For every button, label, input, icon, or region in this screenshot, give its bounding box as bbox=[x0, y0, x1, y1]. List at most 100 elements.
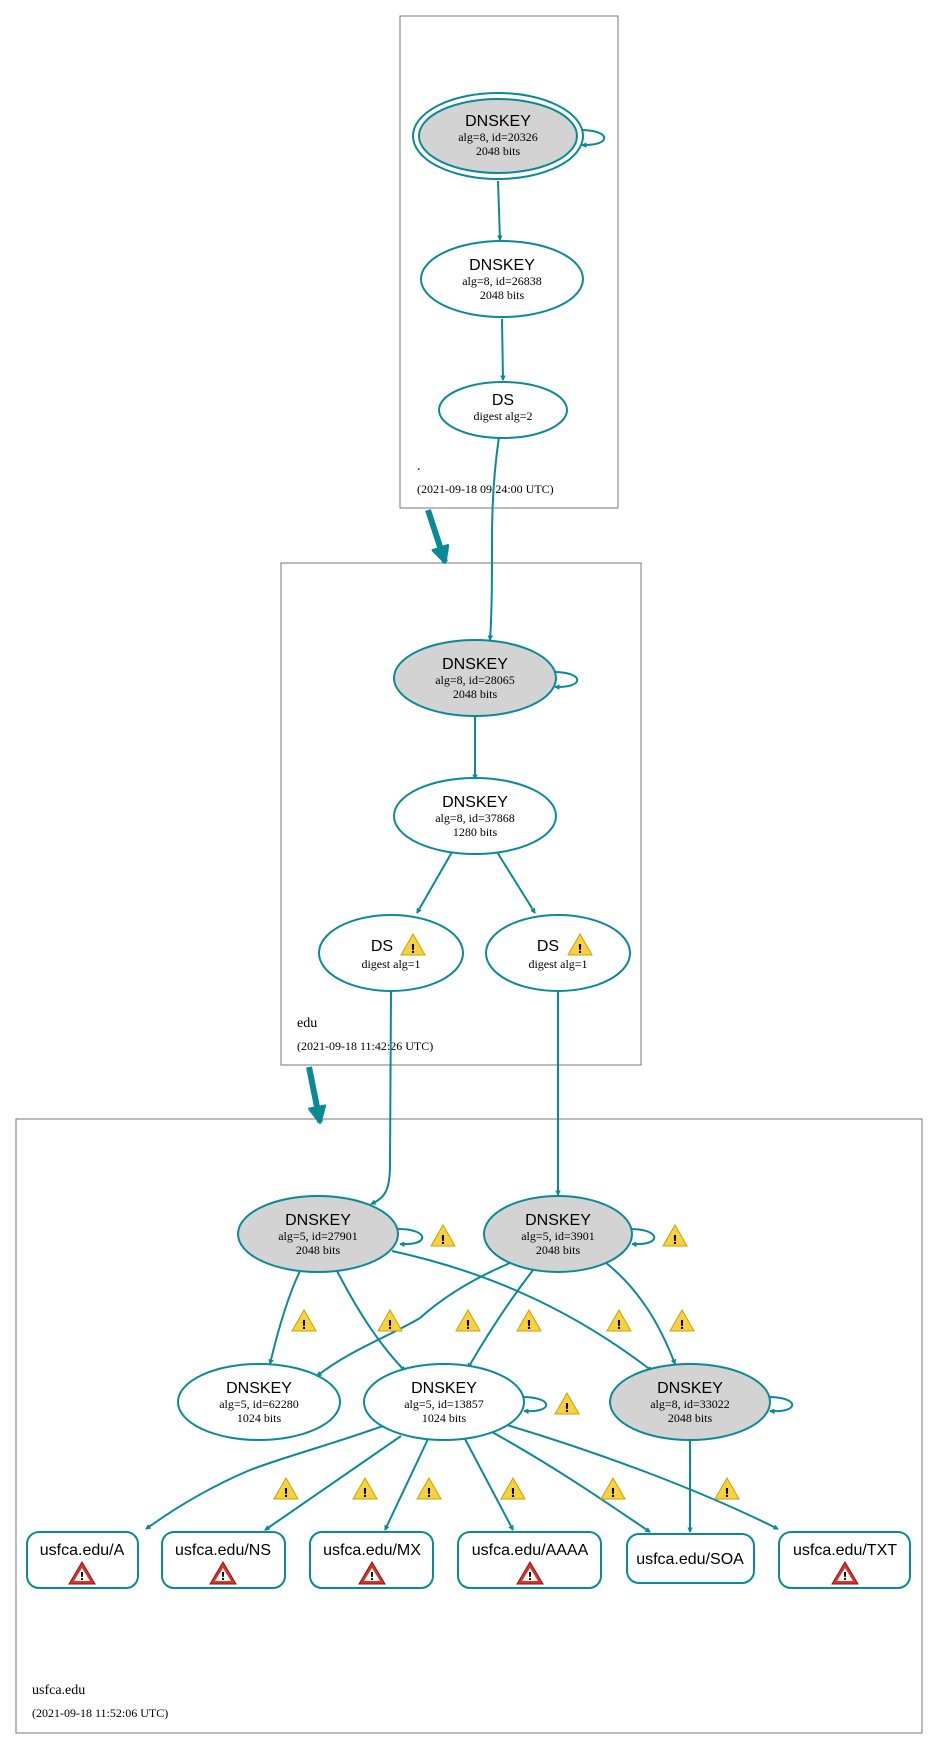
node-line2: 2048 bits bbox=[476, 144, 521, 158]
warning-icon: ! bbox=[669, 1308, 695, 1332]
node-line1: alg=8, id=26838 bbox=[462, 274, 542, 288]
delegation-arrow-root-edu bbox=[425, 509, 445, 562]
warning-icon: ! bbox=[500, 1476, 526, 1500]
node-line1: digest alg=1 bbox=[528, 957, 587, 971]
self-loop-usf-ksk3 bbox=[767, 1396, 794, 1411]
record-mx[interactable]: usfca.edu/MX ! bbox=[309, 1531, 434, 1589]
svg-text:!: ! bbox=[526, 1318, 531, 1332]
record-label: usfca.edu/MX bbox=[323, 1542, 421, 1559]
node-usf-ksk3[interactable]: DNSKEY alg=8, id=33022 2048 bits bbox=[609, 1363, 771, 1441]
zone-root-time: (2021-09-18 09:24:00 UTC) bbox=[417, 482, 554, 496]
node-line1: alg=5, id=27901 bbox=[278, 1229, 358, 1243]
record-ns[interactable]: usfca.edu/NS ! bbox=[161, 1531, 286, 1589]
edge-edu-ds1-usf-ksk1 bbox=[371, 991, 392, 1205]
svg-text:!: ! bbox=[301, 1318, 306, 1332]
self-loop-edu-ksk bbox=[552, 671, 579, 687]
edge-ksk1-zsk1 bbox=[270, 1270, 301, 1364]
node-line1: alg=5, id=3901 bbox=[521, 1229, 595, 1243]
edge-ksk2-zsk2 bbox=[467, 1269, 534, 1368]
svg-text:!: ! bbox=[220, 1570, 225, 1583]
node-line2: 2048 bits bbox=[296, 1243, 341, 1257]
edge-zsk2-txt bbox=[506, 1424, 778, 1530]
svg-text:!: ! bbox=[426, 1486, 431, 1500]
warning-icon: ! bbox=[430, 1223, 456, 1247]
node-title: DNSKEY bbox=[469, 257, 535, 274]
node-usf-zsk2[interactable]: DNSKEY alg=5, id=13857 1024 bits bbox=[363, 1363, 525, 1441]
delegation-arrow-edu-usfca bbox=[306, 1066, 320, 1122]
svg-text:!: ! bbox=[842, 1570, 847, 1583]
warning-icon: ! bbox=[600, 1476, 626, 1500]
record-txt[interactable]: usfca.edu/TXT ! bbox=[778, 1531, 911, 1589]
node-usf-ksk1[interactable]: DNSKEY alg=5, id=27901 2048 bits bbox=[237, 1195, 399, 1273]
error-icon: ! bbox=[68, 1561, 96, 1585]
node-usf-zsk1[interactable]: DNSKEY alg=5, id=62280 1024 bits bbox=[177, 1363, 341, 1441]
edge-root-ksk-zsk bbox=[497, 180, 500, 240]
node-edu-ksk[interactable]: DNSKEY alg=8, id=28065 2048 bits bbox=[393, 639, 557, 717]
node-root-ksk[interactable]: DNSKEY alg=8, id=20326 2048 bits bbox=[412, 92, 584, 180]
node-line2: 2048 bits bbox=[668, 1411, 713, 1425]
warning-icon: ! bbox=[714, 1476, 740, 1500]
zone-edu-time: (2021-09-18 11:42:26 UTC) bbox=[297, 1039, 433, 1053]
warning-icon: ! bbox=[662, 1223, 688, 1247]
zone-usfca-time: (2021-09-18 11:52:06 UTC) bbox=[32, 1706, 168, 1720]
record-label: usfca.edu/TXT bbox=[793, 1542, 897, 1559]
self-loop-usf-ksk2 bbox=[629, 1228, 656, 1244]
node-edu-zsk[interactable]: DNSKEY alg=8, id=37868 1280 bits bbox=[393, 777, 557, 855]
svg-text:!: ! bbox=[510, 1486, 515, 1500]
svg-text:!: ! bbox=[610, 1486, 615, 1500]
svg-text:!: ! bbox=[616, 1318, 621, 1332]
error-icon: ! bbox=[831, 1561, 859, 1585]
warning-icon: ! bbox=[273, 1476, 299, 1500]
svg-text:!: ! bbox=[387, 1318, 392, 1332]
svg-text:!: ! bbox=[79, 1570, 84, 1583]
node-title: DNSKEY bbox=[226, 1380, 292, 1397]
warning-icon: ! bbox=[455, 1308, 481, 1332]
edge-zsk2-aaaa bbox=[464, 1438, 514, 1530]
svg-text:!: ! bbox=[724, 1486, 729, 1500]
svg-text:!: ! bbox=[527, 1570, 532, 1583]
node-line1: alg=8, id=33022 bbox=[650, 1397, 730, 1411]
edge-ksk2-ksk3 bbox=[604, 1261, 675, 1364]
node-edu-ds1[interactable]: DS digest alg=1 ! bbox=[318, 914, 464, 992]
node-edu-ds2[interactable]: DS digest alg=1 ! bbox=[485, 914, 631, 992]
error-icon: ! bbox=[209, 1561, 237, 1585]
warning-icon: ! bbox=[416, 1476, 442, 1500]
node-usf-ksk2[interactable]: DNSKEY alg=5, id=3901 2048 bits bbox=[483, 1195, 633, 1273]
zone-usfca: usfca.edu (2021-09-18 11:52:06 UTC) bbox=[15, 1118, 923, 1734]
svg-text:!: ! bbox=[369, 1570, 374, 1583]
warning-icon: ! bbox=[291, 1308, 317, 1332]
edge-ksk2-zsk1 bbox=[317, 1262, 511, 1377]
edge-edu-zsk-ds1 bbox=[416, 851, 453, 913]
node-line2: 1280 bits bbox=[453, 825, 498, 839]
self-loop-usf-ksk1 bbox=[397, 1228, 424, 1244]
error-icon: ! bbox=[358, 1561, 386, 1585]
node-root-ds[interactable]: DS digest alg=2 bbox=[438, 381, 568, 439]
edge-ksk1-zsk2 bbox=[336, 1270, 405, 1371]
self-loop-usf-zsk2 bbox=[521, 1396, 548, 1411]
svg-text:!: ! bbox=[283, 1486, 288, 1500]
record-aaaa[interactable]: usfca.edu/AAAA ! bbox=[457, 1531, 602, 1589]
record-a[interactable]: usfca.edu/A ! bbox=[26, 1531, 139, 1589]
record-label: usfca.edu/SOA bbox=[636, 1551, 744, 1568]
node-title: DNSKEY bbox=[285, 1212, 351, 1229]
warning-icons: ! ! ! ! ! ! ! ! ! ! ! ! ! ! ! bbox=[273, 1223, 740, 1500]
node-title: DS bbox=[371, 938, 393, 955]
record-label: usfca.edu/NS bbox=[175, 1542, 271, 1559]
node-line1: alg=5, id=62280 bbox=[219, 1397, 299, 1411]
zone-edu: edu (2021-09-18 11:42:26 UTC) bbox=[280, 562, 642, 1066]
warning-icon: ! bbox=[554, 1391, 580, 1415]
zone-usfca-name: usfca.edu bbox=[32, 1683, 85, 1698]
edge-root-zsk-ds bbox=[502, 318, 503, 380]
zone-root-name: . bbox=[417, 459, 421, 474]
node-title: DS bbox=[492, 392, 514, 409]
node-root-zsk[interactable]: DNSKEY alg=8, id=26838 2048 bits bbox=[420, 240, 584, 318]
warning-icon: ! bbox=[567, 932, 593, 956]
record-label: usfca.edu/AAAA bbox=[472, 1542, 589, 1559]
svg-text:!: ! bbox=[465, 1318, 470, 1332]
edge-edu-zsk-ds2 bbox=[496, 851, 536, 913]
node-title: DNSKEY bbox=[525, 1212, 591, 1229]
edge-zsk2-soa bbox=[491, 1431, 650, 1533]
record-soa[interactable]: usfca.edu/SOA bbox=[626, 1533, 755, 1584]
warning-icon: ! bbox=[400, 932, 426, 956]
